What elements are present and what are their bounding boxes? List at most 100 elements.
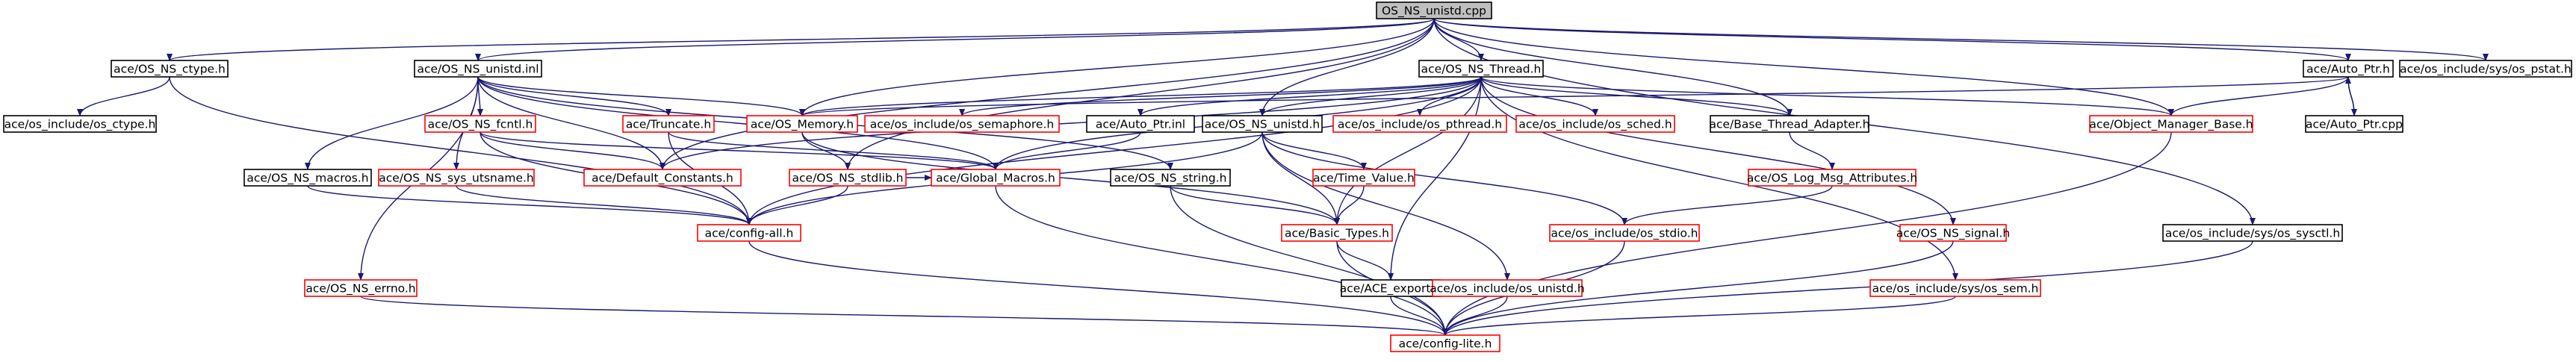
node-box bbox=[1432, 279, 1583, 297]
edge-ctype_h-to-os_ctype bbox=[77, 76, 170, 116]
node-box bbox=[1332, 115, 1507, 133]
edge-root-to-unistd_inl bbox=[475, 18, 1435, 61]
edge-thread_h-to-config_all bbox=[746, 76, 1482, 225]
node-ns-unistd-h[interactable]: ace/OS_NS_unistd.h bbox=[1202, 115, 1323, 133]
node-time-value[interactable]: ace/Time_Value.h bbox=[1312, 169, 1415, 187]
node-os-semaphore[interactable]: ace/os_include/os_semaphore.h bbox=[864, 115, 1060, 133]
node-config-lite[interactable]: ace/config-lite.h bbox=[1390, 334, 1500, 352]
node-root[interactable]: OS_NS_unistd.cpp bbox=[1376, 1, 1492, 19]
node-box bbox=[2089, 115, 2253, 133]
node-box bbox=[1376, 1, 1492, 19]
node-box bbox=[1418, 60, 1544, 78]
file-nodes: OS_NS_unistd.cpp ace/OS_NS_ctype.h ace/OS_… bbox=[3, 1, 2572, 352]
node-box bbox=[864, 115, 1060, 133]
node-label: ace/OS_NS_signal.h bbox=[1896, 227, 2010, 241]
edge-global_macros-to-config_lite bbox=[995, 185, 1448, 336]
node-box bbox=[1549, 224, 1700, 242]
node-memory-h[interactable]: ace/OS_Memory.h bbox=[746, 115, 858, 133]
edge-ns_unistd_h-to-basic_types bbox=[1261, 131, 1340, 225]
node-auto-ptr-inl[interactable]: ace/Auto_Ptr.inl bbox=[1086, 115, 1195, 133]
node-sys-sysctl[interactable]: ace/os_include/sys/os_sysctl.h bbox=[2162, 224, 2343, 242]
node-label: ace/config-all.h bbox=[705, 227, 794, 240]
node-utsname-h[interactable]: ace/OS_NS_sys_utsname.h bbox=[378, 169, 535, 187]
edge-auto_ptr_h-to-memory_h bbox=[799, 76, 2349, 116]
node-auto-ptr-h[interactable]: ace/Auto_Ptr.h bbox=[2303, 60, 2394, 78]
node-label: ace/os_include/os_ctype.h bbox=[4, 118, 156, 132]
edge-unistd_inl-to-macros_h bbox=[305, 76, 479, 170]
edge-root-to-base_thread bbox=[1433, 18, 1793, 116]
dependency-edges bbox=[77, 18, 2489, 336]
edge-thread_h-to-export_h bbox=[1388, 76, 1482, 281]
edge-thread_h-to-default_const bbox=[659, 76, 1482, 170]
edge-utsname_h-to-config_all bbox=[456, 185, 752, 225]
edge-unistd_inl-to-default_const bbox=[477, 76, 665, 170]
edge-string_h-to-basic_types bbox=[1170, 185, 1340, 225]
node-auto-ptr-cpp[interactable]: ace/Auto_Ptr.cpp bbox=[2305, 115, 2403, 133]
node-box bbox=[304, 279, 418, 297]
node-truncate-h[interactable]: ace/Truncate.h bbox=[622, 115, 715, 133]
node-label: ace/OS_NS_errno.h bbox=[305, 282, 415, 296]
edge-truncate_h-to-global_macros bbox=[668, 131, 999, 170]
node-export-h[interactable]: ace/ACE_export.h bbox=[1340, 279, 1441, 297]
edge-errno_h-to-config_lite bbox=[360, 296, 1448, 336]
edge-unistd_inl-to-memory_h bbox=[477, 76, 805, 116]
node-os-ctype[interactable]: ace/os_include/os_ctype.h bbox=[3, 115, 157, 133]
node-stdlib-h[interactable]: ace/OS_NS_stdlib.h bbox=[789, 169, 907, 187]
node-string-h[interactable]: ace/OS_NS_string.h bbox=[1110, 169, 1231, 187]
node-obj-mgr[interactable]: ace/Object_Manager_Base.h bbox=[2089, 115, 2253, 133]
node-global-macros[interactable]: ace/Global_Macros.h bbox=[931, 169, 1061, 187]
node-log-msg[interactable]: ace/OS_Log_Msg_Attributes.h bbox=[1747, 169, 1917, 187]
node-os-unistd[interactable]: ace/os_include/os_unistd.h bbox=[1430, 279, 1585, 297]
node-ctype-h[interactable]: ace/OS_NS_ctype.h bbox=[111, 60, 229, 78]
node-sys-pstat[interactable]: ace/os_include/sys/os_pstat.h bbox=[2399, 60, 2572, 78]
node-label: ace/os_include/os_sched.h bbox=[1518, 118, 1672, 132]
node-box bbox=[789, 169, 907, 187]
node-macros-h[interactable]: ace/OS_NS_macros.h bbox=[243, 169, 372, 187]
node-unistd-inl[interactable]: ace/OS_NS_unistd.inl bbox=[414, 60, 542, 78]
edge-log_msg-to-os_stdio bbox=[1621, 185, 1833, 225]
edge-ns_unistd_h-to-os_unistd bbox=[1261, 131, 1510, 281]
node-label: ace/ACE_export.h bbox=[1340, 282, 1441, 296]
edge-basic_types-to-export_h bbox=[1336, 240, 1394, 281]
node-base-thread[interactable]: ace/Base_Thread_Adapter.h bbox=[1709, 115, 1870, 133]
node-box bbox=[1748, 169, 1917, 187]
node-box bbox=[3, 115, 157, 133]
node-box bbox=[424, 115, 536, 133]
edge-ns_unistd_h-to-os_stdio bbox=[1261, 131, 1627, 225]
node-label: ace/Basic_Types.h bbox=[1285, 227, 1389, 241]
edge-thread_h-to-os_pthread bbox=[1417, 76, 1482, 116]
node-os-pthread[interactable]: ace/os_include/os_pthread.h bbox=[1332, 115, 1507, 133]
node-basic-types[interactable]: ace/Basic_Types.h bbox=[1281, 224, 1393, 242]
edge-ctype_h-to-config_all bbox=[169, 76, 752, 225]
edge-fcntl_h-to-global_macros bbox=[479, 131, 999, 170]
node-label: ace/Auto_Ptr.inl bbox=[1096, 118, 1185, 132]
node-label: ace/Default_Constants.h bbox=[592, 172, 733, 186]
edge-root-to-stdlib_h bbox=[845, 18, 1435, 170]
node-box bbox=[1312, 169, 1415, 187]
node-label: ace/OS_Memory.h bbox=[751, 118, 854, 132]
edge-thread_h-to-memory_h bbox=[799, 76, 1482, 116]
node-label: ace/OS_NS_fcntl.h bbox=[428, 118, 533, 132]
node-os-stdio[interactable]: ace/os_include/os_stdio.h bbox=[1549, 224, 1700, 242]
node-os-sched[interactable]: ace/os_include/os_sched.h bbox=[1515, 115, 1675, 133]
edge-root-to-ctype_h bbox=[167, 18, 1435, 61]
node-sys-sem[interactable]: ace/os_include/sys/os_sem.h bbox=[1869, 279, 2041, 297]
edge-thread_h-to-basic_types bbox=[1334, 76, 1482, 225]
edge-auto_ptr_inl-to-global_macros bbox=[993, 131, 1141, 170]
node-thread-h[interactable]: ace/OS_NS_Thread.h bbox=[1418, 60, 1544, 78]
edge-root-to-obj_mgr bbox=[1433, 18, 2174, 116]
node-label: ace/OS_NS_ctype.h bbox=[114, 63, 226, 77]
node-config-all[interactable]: ace/config-all.h bbox=[697, 224, 801, 242]
node-label: ace/OS_NS_string.h bbox=[1114, 172, 1227, 186]
node-label: ace/OS_NS_macros.h bbox=[246, 172, 368, 186]
edge-thread_h-to-os_semaphore bbox=[959, 76, 1482, 116]
node-default-const[interactable]: ace/Default_Constants.h bbox=[583, 169, 742, 187]
node-signal-h[interactable]: ace/OS_NS_signal.h bbox=[1896, 224, 2010, 242]
edge-memory_h-to-basic_types bbox=[801, 131, 1340, 225]
node-box bbox=[2162, 224, 2343, 242]
node-errno-h[interactable]: ace/OS_NS_errno.h bbox=[304, 279, 418, 297]
node-box bbox=[622, 115, 715, 133]
node-box bbox=[2303, 60, 2394, 78]
node-fcntl-h[interactable]: ace/OS_NS_fcntl.h bbox=[424, 115, 536, 133]
